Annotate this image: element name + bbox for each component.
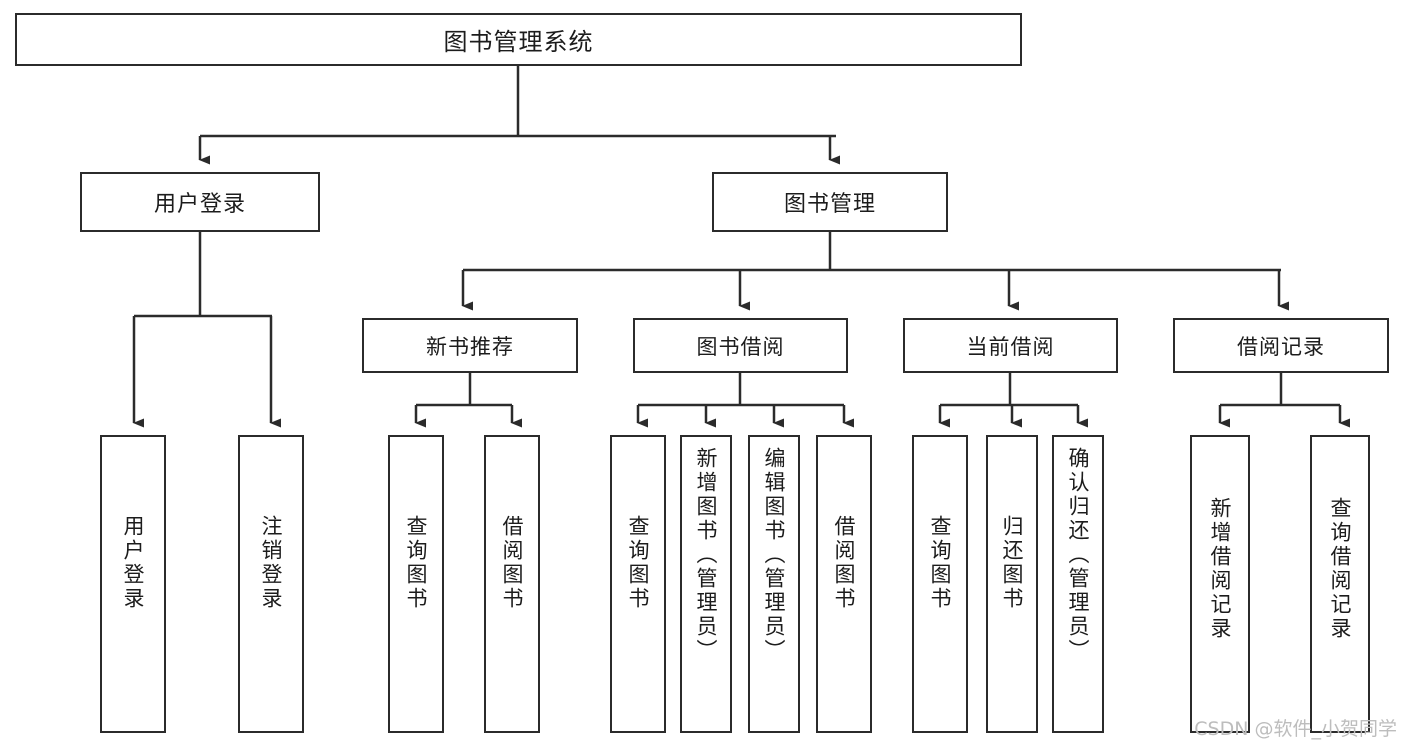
node-label: 借阅图书 [500,515,525,611]
node-label: 编辑图书（管理员） [762,447,787,663]
node-label: 注销登录 [259,515,284,611]
node-label: 当前借阅 [966,334,1055,359]
node-label: 借阅记录 [1237,334,1325,359]
node-label: 借阅图书 [832,515,857,611]
node-label: 新增借阅记录 [1208,497,1233,641]
node-book-management[interactable]: 图书管理 [712,172,948,232]
node-label: 用户登录 [153,192,246,217]
leaf-confirm-return-admin[interactable]: 确认归还（管理员） [1052,435,1104,733]
node-borrowing-records[interactable]: 借阅记录 [1173,318,1389,373]
leaf-logout[interactable]: 注销登录 [238,435,304,733]
leaf-query-books-current[interactable]: 查询图书 [912,435,968,733]
node-user-login[interactable]: 用户登录 [80,172,320,232]
node-label: 用户登录 [121,515,146,611]
leaf-query-books-borrowing[interactable]: 查询图书 [610,435,666,733]
node-book-borrowing[interactable]: 图书借阅 [633,318,848,373]
leaf-add-book-admin[interactable]: 新增图书（管理员） [680,435,732,733]
leaf-edit-book-admin[interactable]: 编辑图书（管理员） [748,435,800,733]
node-root-book-management-system[interactable]: 图书管理系统 [15,13,1022,66]
node-label: 查询图书 [928,515,953,611]
node-label: 图书借阅 [696,334,785,359]
node-label: 查询借阅记录 [1328,497,1353,641]
leaf-borrow-books[interactable]: 借阅图书 [816,435,872,733]
leaf-user-login[interactable]: 用户登录 [100,435,166,733]
node-label: 新书推荐 [426,334,514,359]
node-label: 确认归还（管理员） [1066,447,1091,663]
leaf-query-books-recommendation[interactable]: 查询图书 [388,435,444,733]
node-label: 图书管理系统 [443,28,594,56]
node-label: 新增图书（管理员） [694,447,719,663]
node-label: 图书管理 [783,192,876,217]
node-current-borrowing[interactable]: 当前借阅 [903,318,1118,373]
node-label: 归还图书 [1000,515,1025,611]
node-label: 查询图书 [404,515,429,611]
leaf-add-borrow-record[interactable]: 新增借阅记录 [1190,435,1250,733]
watermark: CSDN @软件_小贺同学 [1194,718,1397,740]
leaf-return-books[interactable]: 归还图书 [986,435,1038,733]
node-new-book-recommendation[interactable]: 新书推荐 [362,318,578,373]
node-label: 查询图书 [626,515,651,611]
leaf-query-borrow-record[interactable]: 查询借阅记录 [1310,435,1370,733]
leaf-borrow-books-recommendation[interactable]: 借阅图书 [484,435,540,733]
